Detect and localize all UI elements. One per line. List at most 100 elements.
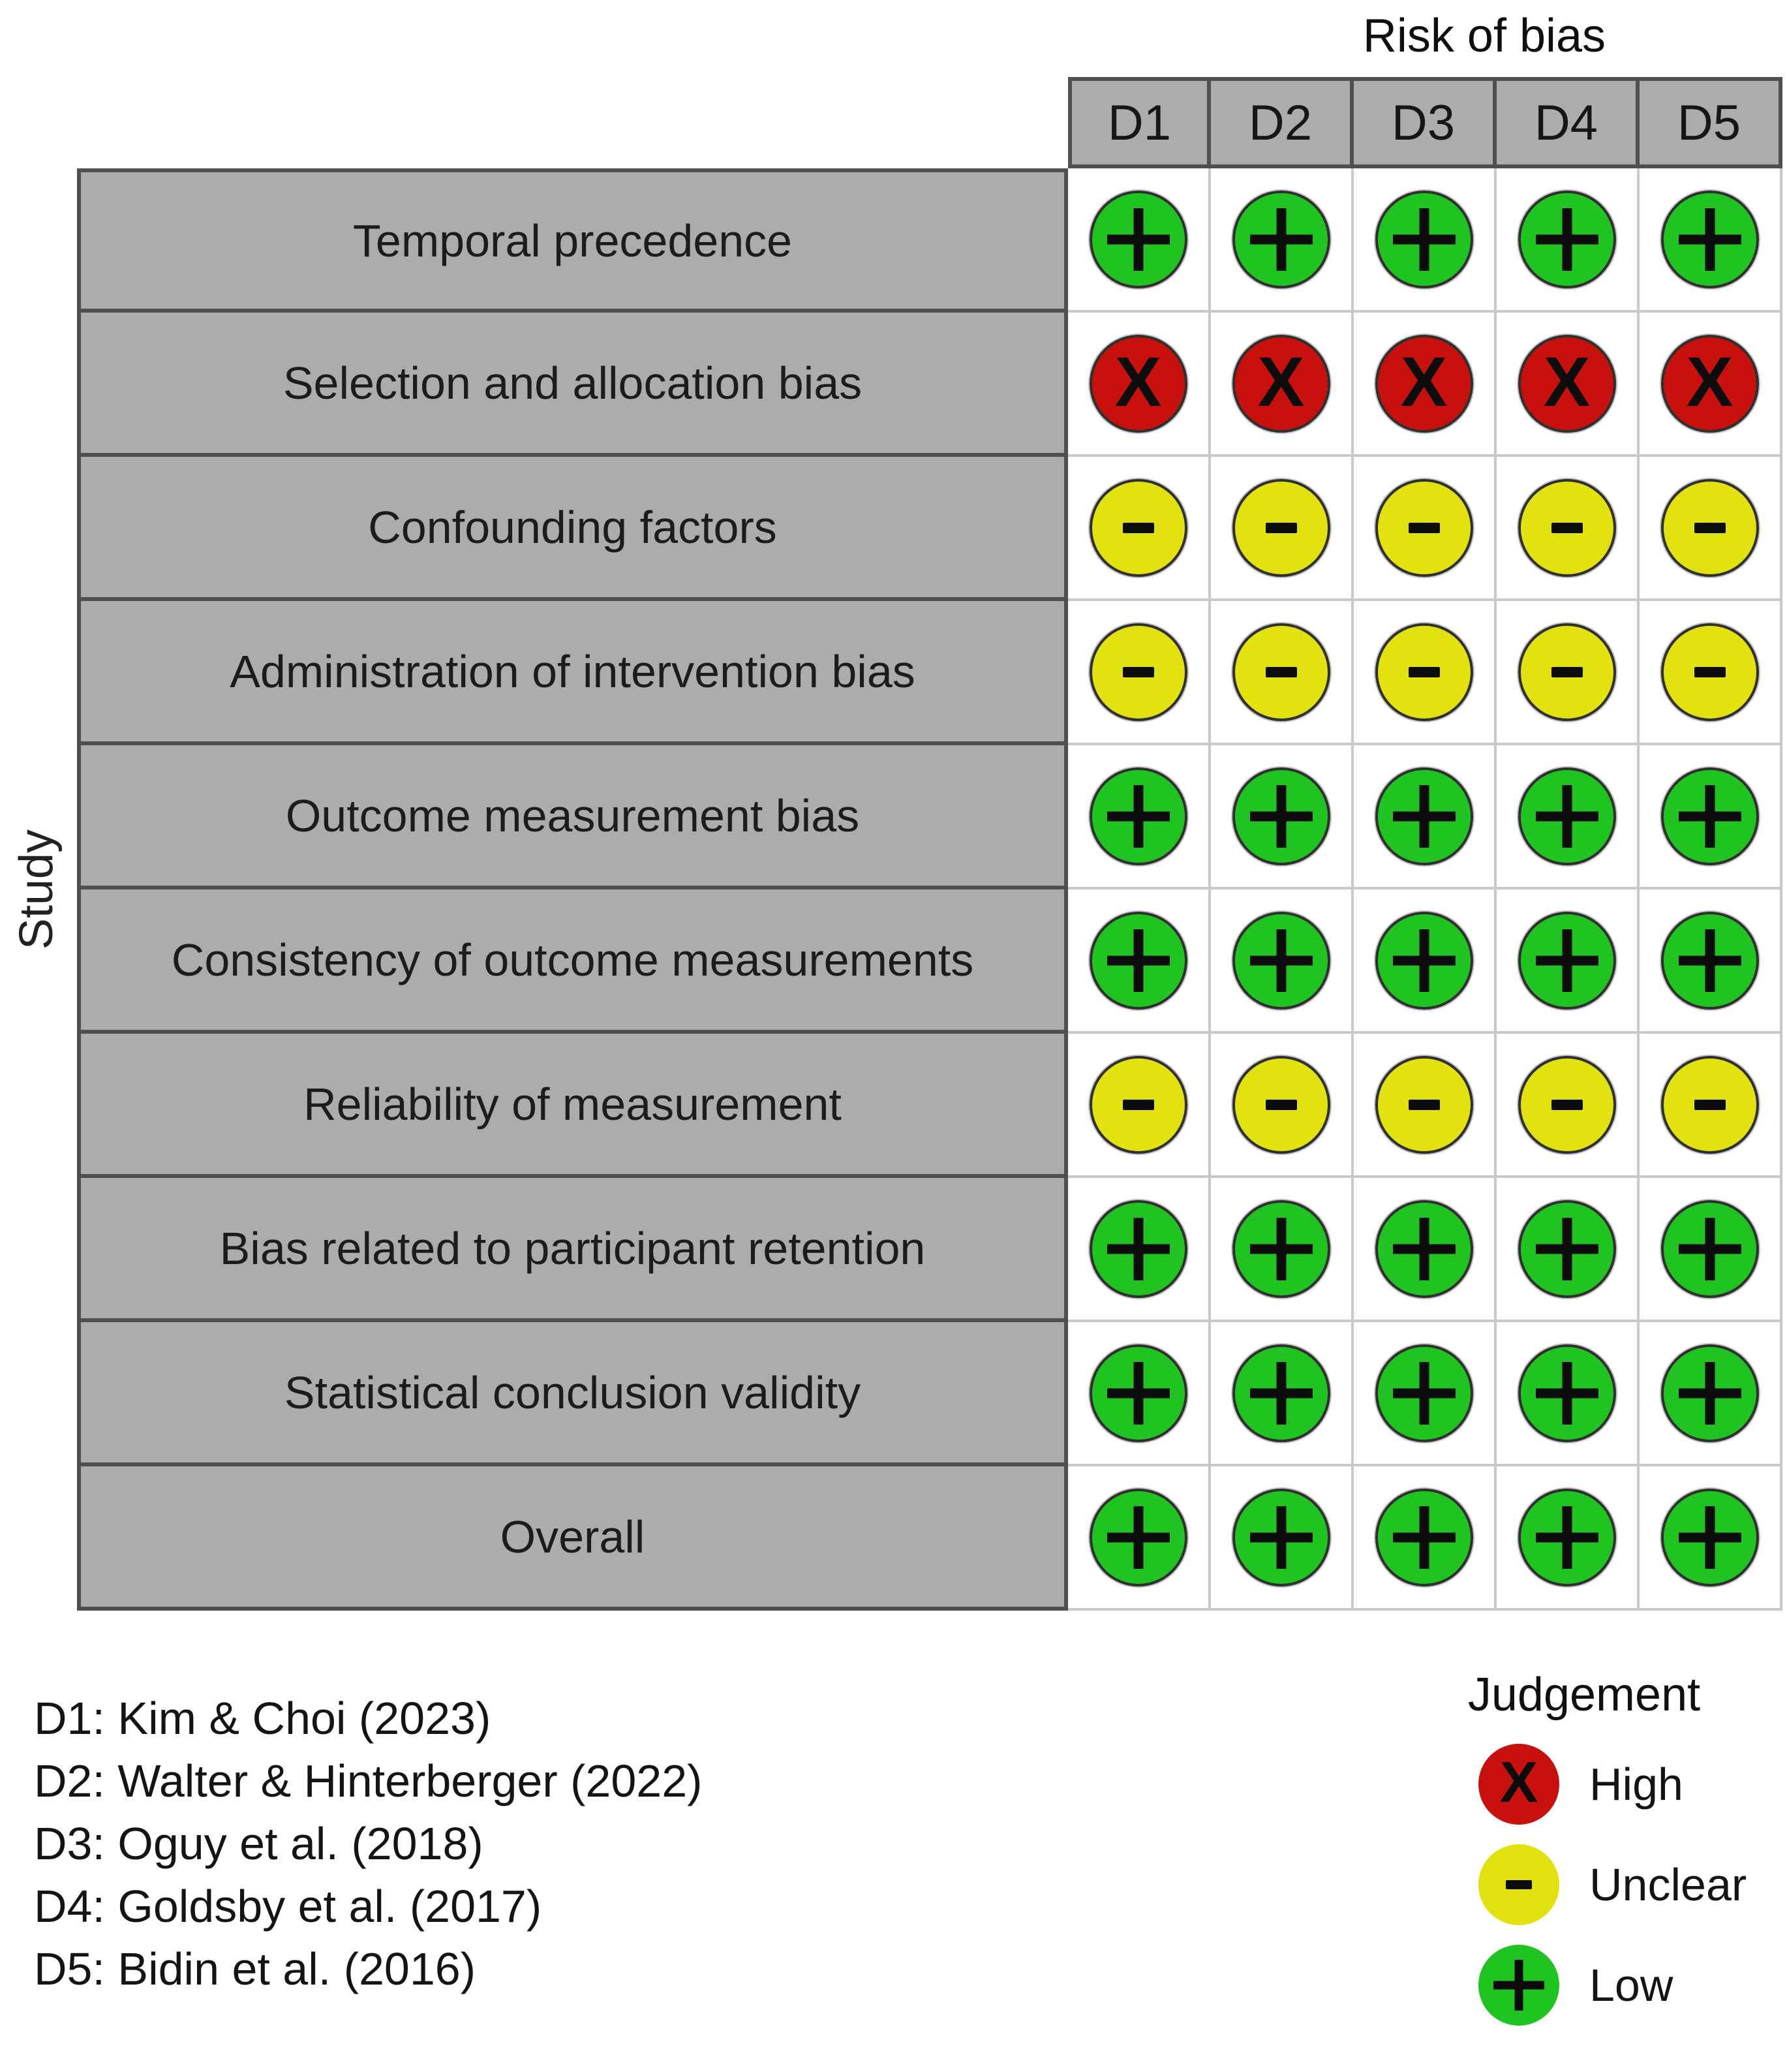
plus-icon: [1250, 1218, 1313, 1280]
judgement-circle-unclear: [1660, 623, 1759, 721]
judgement-circle-low: [1089, 1488, 1187, 1586]
minus-icon: [1122, 666, 1154, 677]
judgement-cell: [1211, 745, 1354, 889]
judgement-circle-low: [1232, 767, 1330, 865]
judgement-circle-high: X: [1089, 334, 1187, 433]
plus-icon: [1536, 785, 1598, 848]
footnote-line: D3: Oguy et al. (2018): [34, 1818, 483, 1869]
judgement-circle-low: [1375, 767, 1473, 865]
judgement-cell: [1354, 1178, 1497, 1322]
legend-title: Judgement: [1467, 1669, 1701, 1721]
judgement-circle-low: [1375, 1344, 1473, 1442]
plus-icon: [1393, 1362, 1456, 1425]
plus-icon: [1393, 785, 1456, 848]
judgement-circle-high: X: [1660, 334, 1759, 433]
minus-icon: [1408, 522, 1440, 533]
judgement-cell: [1640, 457, 1782, 601]
judgement-circle-unclear: [1518, 478, 1616, 577]
judgement-circle-low: [1660, 1199, 1759, 1298]
legend-circle-low: [1478, 1945, 1559, 2026]
judgement-circle-low: [1232, 1344, 1330, 1442]
plus-icon: [1250, 929, 1313, 992]
footnote-line: D4: Goldsby et al. (2017): [34, 1881, 542, 1932]
minus-icon: [1265, 1099, 1297, 1110]
x-icon: X: [1257, 341, 1305, 421]
plus-icon: [1107, 1362, 1170, 1425]
judgement-circle-unclear: [1375, 478, 1473, 577]
judgement-cell: X: [1354, 313, 1497, 457]
plus-icon: [1250, 785, 1313, 848]
judgement-circle-low: [1089, 767, 1187, 865]
column-header-d1: D1: [1068, 77, 1211, 168]
judgement-circle-low: [1232, 190, 1330, 288]
judgement-cell: [1068, 889, 1211, 1034]
judgement-cell: [1640, 889, 1782, 1034]
legend-label: Low: [1589, 1960, 1673, 2011]
minus-icon: [1694, 1099, 1726, 1110]
row-label: Overall: [77, 1466, 1068, 1611]
judgement-circle-low: [1518, 190, 1616, 288]
legend-circle-high: X: [1478, 1744, 1559, 1825]
judgement-cell: [1068, 168, 1211, 313]
chart-title: Risk of bias: [1362, 10, 1606, 62]
plus-icon: [1679, 785, 1741, 848]
judgement-circle-unclear: [1232, 1055, 1330, 1154]
judgement-circle-unclear: [1089, 478, 1187, 577]
judgement-cell: [1211, 601, 1354, 745]
plus-icon: [1679, 929, 1741, 992]
judgement-cell: [1068, 1034, 1211, 1178]
plus-icon: [1536, 929, 1598, 992]
judgement-cell: [1068, 1322, 1211, 1466]
judgement-circle-low: [1375, 1199, 1473, 1298]
judgement-circle-unclear: [1375, 623, 1473, 721]
judgement-cell: X: [1068, 313, 1211, 457]
plus-icon: [1393, 208, 1456, 271]
plus-icon: [1536, 1362, 1598, 1425]
judgement-cell: [1497, 889, 1640, 1034]
judgement-cell: [1497, 601, 1640, 745]
minus-icon: [1122, 522, 1154, 533]
plus-icon: [1679, 1506, 1741, 1569]
judgement-cell: [1354, 1466, 1497, 1611]
judgement-cell: [1354, 745, 1497, 889]
row-label: Statistical conclusion validity: [77, 1322, 1068, 1466]
judgement-cell: [1211, 457, 1354, 601]
study-axis: Study: [0, 168, 73, 1611]
judgement-circle-unclear: [1518, 1055, 1616, 1154]
judgement-cell: [1640, 745, 1782, 889]
judgement-circle-low: [1660, 190, 1759, 288]
minus-icon: [1551, 522, 1583, 533]
judgement-cell: [1211, 1178, 1354, 1322]
judgement-circle-low: [1660, 767, 1759, 865]
judgement-circle-low: [1232, 911, 1330, 1010]
minus-icon: [1408, 1099, 1440, 1110]
footnote-line: D2: Walter & Hinterberger (2022): [34, 1755, 703, 1806]
plus-icon: [1107, 208, 1170, 271]
plus-icon: [1679, 208, 1741, 271]
judgement-circle-low: [1089, 1199, 1187, 1298]
judgement-cell: [1354, 457, 1497, 601]
minus-icon: [1408, 666, 1440, 677]
minus-icon: [1551, 1099, 1583, 1110]
judgement-circle-high: X: [1375, 334, 1473, 433]
judgement-cell: [1497, 1178, 1640, 1322]
judgement-circle-unclear: [1089, 1055, 1187, 1154]
column-header-d2: D2: [1211, 77, 1354, 168]
x-icon: X: [1499, 1750, 1538, 1814]
plus-icon: [1393, 1218, 1456, 1280]
judgement-cell: [1640, 1322, 1782, 1466]
judgement-cell: [1497, 1466, 1640, 1611]
plus-icon: [1536, 1218, 1598, 1280]
judgement-cell: [1211, 889, 1354, 1034]
plus-icon: [1493, 1960, 1544, 2011]
judgement-cell: [1497, 745, 1640, 889]
judgement-cell: [1640, 168, 1782, 313]
judgement-cell: [1497, 1322, 1640, 1466]
judgement-cell: [1497, 1034, 1640, 1178]
judgement-cell: [1354, 1034, 1497, 1178]
judgement-circle-low: [1089, 1344, 1187, 1442]
table-corner: [77, 77, 1068, 168]
plus-icon: [1107, 785, 1170, 848]
